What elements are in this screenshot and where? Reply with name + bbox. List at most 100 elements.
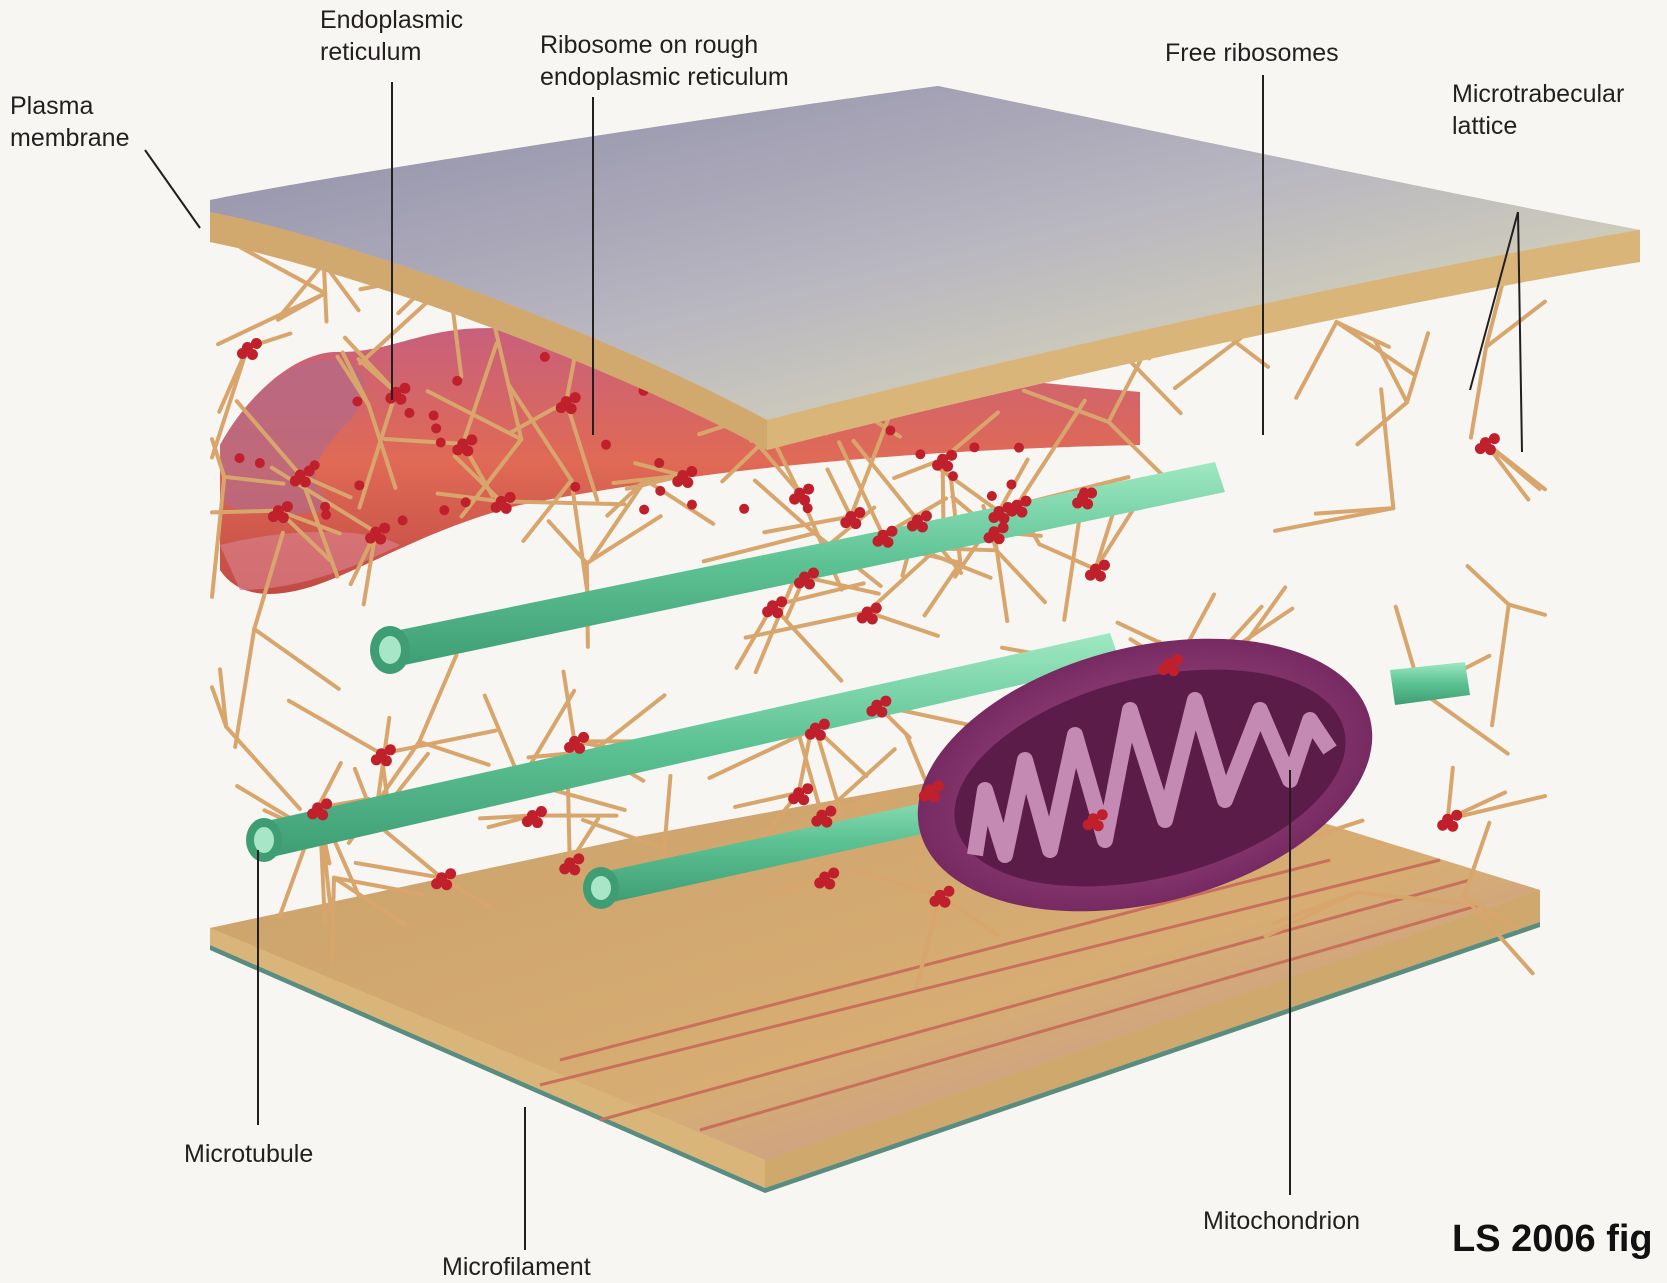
free-ribosome-cluster — [237, 338, 262, 360]
ribosome — [307, 808, 318, 819]
ribosome — [929, 791, 940, 802]
ribosome — [501, 503, 512, 514]
ribosome — [880, 696, 891, 707]
label-endoplasmic-reticulum: Endoplasmic reticulum — [320, 4, 463, 68]
ribosome — [247, 349, 258, 360]
ribosome — [290, 476, 301, 487]
ribosome — [917, 521, 928, 532]
lattice-strand — [381, 731, 495, 754]
lattice-strand — [1509, 605, 1545, 615]
ribosome — [776, 596, 787, 607]
ribosome — [762, 606, 773, 617]
er-ribosome — [803, 503, 813, 513]
ribosome — [1006, 506, 1017, 517]
ribosome — [825, 806, 836, 817]
ribosome — [371, 754, 382, 765]
ribosome — [1447, 821, 1458, 832]
er-ribosome — [404, 408, 414, 418]
lattice-strand — [218, 293, 325, 344]
ribosome — [385, 744, 396, 755]
ribosome — [854, 507, 865, 518]
er-ribosome — [429, 411, 439, 421]
ribosome — [919, 790, 930, 801]
er-ribosome — [461, 497, 471, 507]
ribosome — [381, 755, 392, 766]
ribosome — [803, 484, 814, 495]
lattice-strand — [925, 563, 961, 616]
ribosome — [1016, 507, 1027, 518]
ribosome — [566, 403, 577, 414]
ribosome — [300, 477, 311, 488]
ribosome — [840, 517, 851, 528]
ribosome — [1097, 809, 1108, 820]
er-ribosome — [915, 449, 925, 459]
er-ribosome — [1014, 443, 1024, 453]
ribosome — [1437, 820, 1448, 831]
ribosome — [804, 578, 815, 589]
ribosome — [431, 878, 442, 889]
ribosome — [1451, 810, 1462, 821]
ribosome — [321, 798, 332, 809]
label-plasma-membrane-line2: membrane — [10, 122, 130, 154]
free-ribosome-cluster — [857, 602, 882, 624]
label-microtubule: Microtubule — [184, 1138, 313, 1170]
er-ribosome — [255, 458, 265, 468]
ribosome — [876, 707, 887, 718]
ribosome — [282, 501, 293, 512]
ribosome — [375, 534, 386, 545]
er-ribosome — [439, 505, 449, 515]
lattice-strand — [592, 480, 646, 559]
ribosome — [1172, 654, 1183, 665]
ribosome — [943, 886, 954, 897]
lattice-strand — [1492, 605, 1509, 726]
label-ribosome-on-rough-er: Ribosome on rough endoplasmic reticulum — [540, 29, 789, 93]
ribosome — [1082, 499, 1093, 510]
er-ribosome — [310, 460, 320, 470]
ribosome — [805, 729, 816, 740]
lattice-strand — [867, 612, 938, 636]
lattice-strand — [764, 517, 850, 533]
ribosome — [1093, 820, 1104, 831]
ribosome — [574, 743, 585, 754]
ribosome — [857, 612, 868, 623]
ribosome — [505, 492, 516, 503]
ribosome — [365, 533, 376, 544]
lattice-strand — [571, 480, 588, 599]
er-ribosome — [654, 458, 664, 468]
lattice-strand — [827, 469, 850, 516]
ribosome — [1072, 498, 1083, 509]
er-ribosome — [436, 437, 446, 447]
ribosome — [886, 526, 897, 537]
ribosome — [828, 867, 839, 878]
ribosome — [532, 817, 543, 828]
ribosome — [278, 512, 289, 523]
lattice-strand — [1448, 768, 1453, 819]
ribosome — [385, 393, 396, 404]
ribosome — [682, 477, 693, 488]
er-ribosome — [969, 442, 979, 452]
ribosome — [237, 348, 248, 359]
ribosome — [569, 864, 580, 875]
ribosome — [808, 567, 819, 578]
lattice-strand — [289, 701, 382, 754]
lattice-strand — [937, 467, 999, 512]
lattice-strand — [773, 606, 842, 681]
ribosome — [907, 520, 918, 531]
ribosome — [939, 897, 950, 908]
ribosome — [929, 896, 940, 907]
er-ribosome — [601, 440, 611, 450]
ribosome — [933, 780, 944, 791]
ribosome — [815, 730, 826, 741]
ribosome — [686, 466, 697, 477]
er-ribosome — [431, 423, 441, 433]
ribosome — [1020, 496, 1031, 507]
er-ribosome — [235, 453, 245, 463]
ribosome — [445, 868, 456, 879]
ribosome — [1099, 560, 1110, 571]
ribosome — [522, 816, 533, 827]
ribosome — [946, 450, 957, 461]
ribosome — [866, 706, 877, 717]
ribosome — [251, 338, 262, 349]
lattice-strand — [1467, 566, 1508, 604]
